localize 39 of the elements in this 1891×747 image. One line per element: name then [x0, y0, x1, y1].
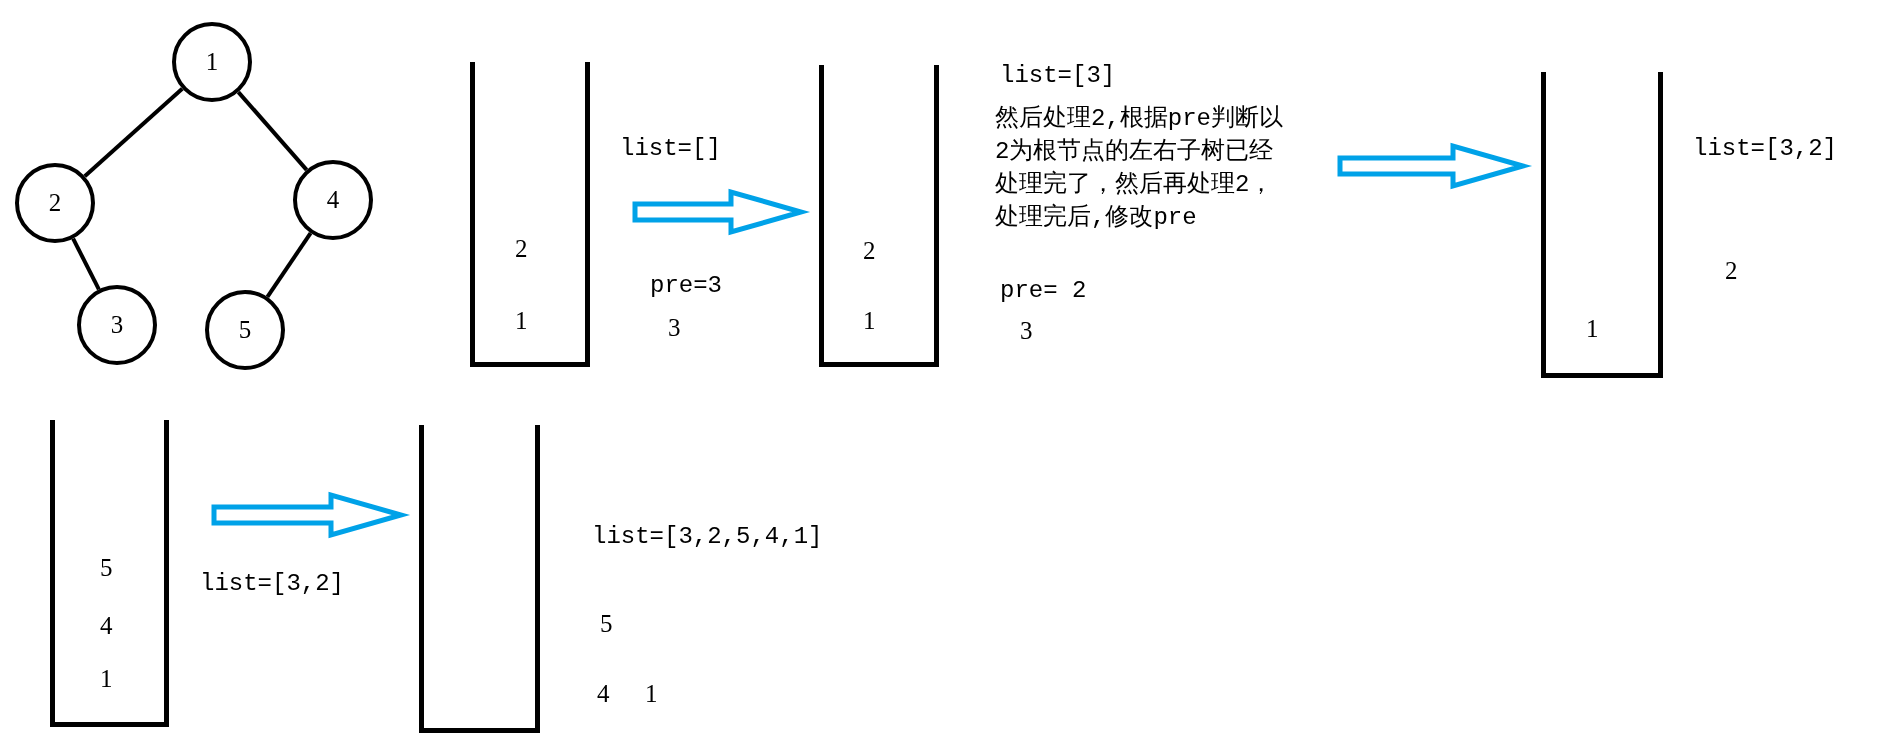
node-number: 2 [47, 189, 63, 217]
block-arrow [211, 491, 411, 539]
node-number: 4 [325, 186, 341, 214]
stack-container [470, 62, 590, 367]
stack-container [819, 65, 939, 367]
tree-edge [236, 90, 309, 172]
label-text: 4 [597, 680, 610, 708]
label-text: 1 [645, 680, 658, 708]
label-text: pre=3 [650, 272, 722, 300]
tree-edge [265, 232, 313, 298]
label-text: list=[3] [1000, 62, 1116, 90]
stack-item: 1 [515, 307, 528, 335]
stack-container [50, 420, 169, 727]
stack-item: 2 [515, 235, 528, 263]
stack-item: 1 [863, 307, 876, 335]
stack-item: 5 [100, 554, 113, 582]
label-text: list=[3,2,5,4,1] [592, 523, 823, 551]
block-arrow [632, 188, 811, 236]
tree-edge [83, 87, 184, 178]
label-text: pre= 2 [1000, 277, 1087, 305]
node-number: 5 [237, 316, 253, 344]
label-text: list=[3,2] [200, 570, 345, 598]
node-number: 1 [204, 48, 220, 76]
label-text: list=[] [620, 135, 721, 163]
node-number: 3 [109, 311, 125, 339]
tree-edge [71, 237, 101, 291]
stack-item: 1 [1586, 315, 1599, 343]
label-text: 2 [1725, 257, 1738, 285]
stack-container [419, 425, 540, 733]
stack-item: 1 [100, 665, 113, 693]
label-text: 5 [600, 610, 613, 638]
block-arrow [1337, 142, 1533, 190]
stack-item: 4 [100, 612, 113, 640]
stack-item: 2 [863, 237, 876, 265]
stack-container [1541, 72, 1663, 378]
label-text: 3 [668, 314, 681, 342]
note-text: 然后处理2,根据pre判断以2为根节点的左右子树已经处理完了，然后再处理2，处理完后,修改pre [995, 104, 1284, 233]
label-text: 3 [1020, 317, 1033, 345]
label-text: list=[3,2] [1693, 135, 1838, 163]
